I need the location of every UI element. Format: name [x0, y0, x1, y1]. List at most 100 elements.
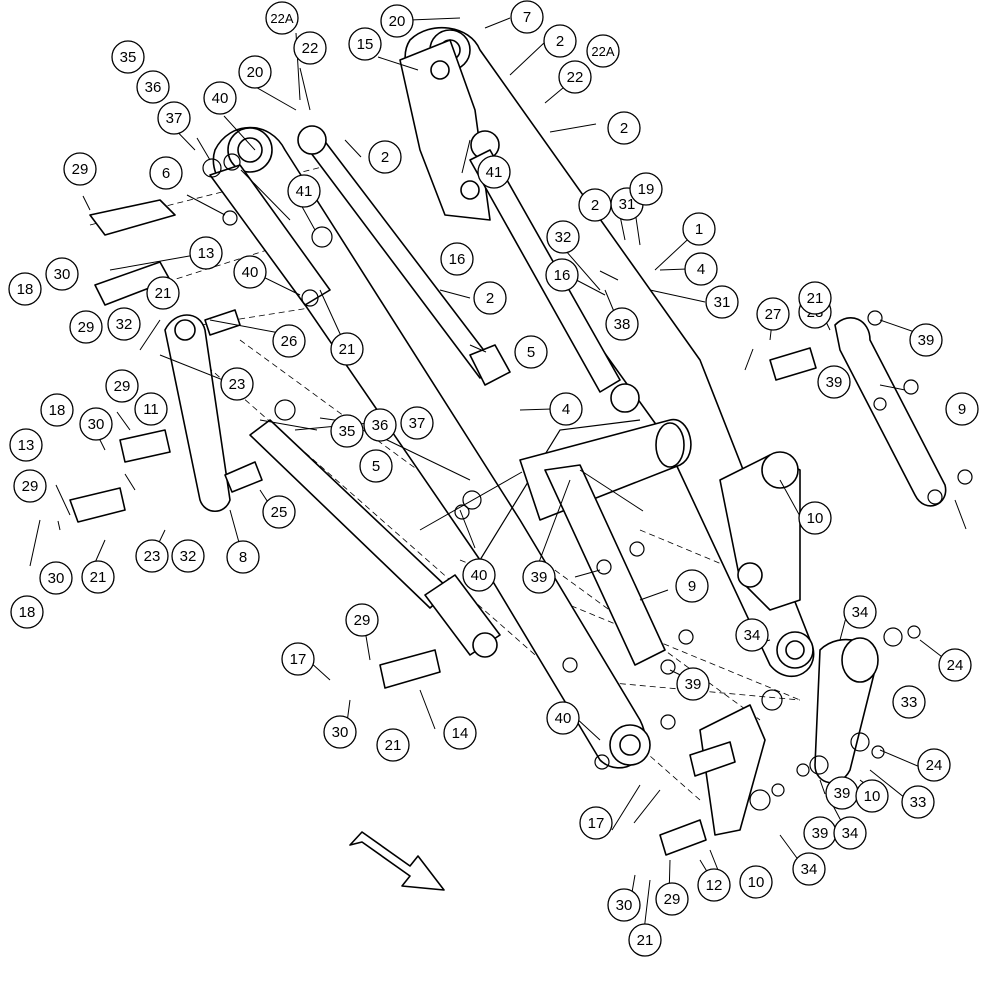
- callout-circle: [833, 816, 867, 850]
- callout-label: 41: [296, 183, 313, 200]
- callout-29: 29: [105, 369, 139, 403]
- callout-7: 7: [510, 0, 544, 34]
- callout-2: 2: [578, 188, 612, 222]
- callout-18: 18: [10, 595, 44, 629]
- callout-circle: [945, 392, 979, 426]
- callout-label: 16: [554, 267, 571, 284]
- callout-circle: [323, 715, 357, 749]
- callout-circle: [546, 220, 580, 254]
- lift-cylinder-upper: [297, 125, 511, 386]
- callout-label: 37: [409, 415, 426, 432]
- callout-circle: [13, 469, 47, 503]
- callout-22: 22: [293, 31, 327, 65]
- lift-cylinder-lower: [249, 419, 501, 658]
- callout-label: 18: [17, 281, 34, 298]
- callout-17: 17: [579, 806, 613, 840]
- callout-circle: [697, 868, 731, 902]
- callout-circle: [607, 111, 641, 145]
- washers: [202, 153, 973, 811]
- callout-circle: [510, 0, 544, 34]
- callout-label: 2: [620, 120, 628, 137]
- callout-37: 37: [157, 101, 191, 135]
- callout-circle: [171, 539, 205, 573]
- callout-circle: [473, 281, 507, 315]
- callout-label: 21: [807, 290, 824, 307]
- callout-circle: [226, 540, 260, 574]
- callout-label: 34: [842, 825, 859, 842]
- callout-9: 9: [945, 392, 979, 426]
- callout-circle: [363, 408, 397, 442]
- callout-circle: [400, 406, 434, 440]
- callout-circle: [149, 156, 183, 190]
- callout-circle: [675, 569, 709, 603]
- callout-circle: [330, 332, 364, 366]
- callout-circle: [134, 392, 168, 426]
- callout-label: 18: [49, 402, 66, 419]
- callout-label: 22A: [591, 44, 614, 59]
- callout-label: 10: [807, 510, 824, 527]
- callout-label: 40: [555, 710, 572, 727]
- callout-circle: [843, 595, 877, 629]
- callout-circle: [443, 716, 477, 750]
- callout-label: 30: [48, 570, 65, 587]
- left-side-link: [164, 164, 331, 513]
- callout-label: 4: [697, 261, 705, 278]
- direction-arrow-icon: [349, 831, 445, 891]
- callout-label: 31: [619, 196, 636, 213]
- callout-label: 21: [339, 341, 356, 358]
- callout-label: 21: [90, 569, 107, 586]
- callout-circle: [63, 152, 97, 186]
- callout-39: 39: [825, 776, 859, 810]
- callout-circle: [901, 785, 935, 819]
- callout-label: 9: [688, 578, 696, 595]
- callout-label: 22: [567, 69, 584, 86]
- callout-4: 4: [549, 392, 583, 426]
- callout-label: 21: [385, 737, 402, 754]
- callout-label: 14: [452, 725, 469, 742]
- callout-label: 27: [765, 306, 782, 323]
- callout-circle: [40, 393, 74, 427]
- callout-35: 35: [111, 40, 145, 74]
- callout-label: 24: [926, 757, 943, 774]
- callout-label: 29: [22, 478, 39, 495]
- callout-23: 23: [220, 367, 254, 401]
- callout-label: 32: [555, 229, 572, 246]
- callout-30: 30: [79, 407, 113, 441]
- callout-10: 10: [798, 501, 832, 535]
- callout-circle: [265, 1, 299, 35]
- callout-label: 18: [19, 604, 36, 621]
- callout-40: 40: [233, 255, 267, 289]
- callout-15: 15: [348, 27, 382, 61]
- callout-circle: [157, 101, 191, 135]
- callout-label: 22: [302, 40, 319, 57]
- callout-label: 5: [372, 458, 380, 475]
- callout-circle: [607, 888, 641, 922]
- callout-25: 25: [262, 495, 296, 529]
- callout-label: 23: [144, 548, 161, 565]
- callout-label: 24: [947, 657, 964, 674]
- callout-29: 29: [13, 469, 47, 503]
- callout-circle: [39, 561, 73, 595]
- callout-24: 24: [917, 748, 951, 782]
- callout-label: 36: [145, 79, 162, 96]
- callout-label: 8: [239, 549, 247, 566]
- callout-label: 15: [357, 36, 374, 53]
- callout-circle: [629, 172, 663, 206]
- callout-label: 26: [281, 333, 298, 350]
- callout-label: 36: [372, 417, 389, 434]
- callout-label: 34: [852, 604, 869, 621]
- callout-circle: [558, 60, 592, 94]
- callout-circle: [69, 310, 103, 344]
- callout-label: 39: [812, 825, 829, 842]
- callout-29: 29: [655, 882, 689, 916]
- callout-39: 39: [803, 816, 837, 850]
- callout-10: 10: [739, 865, 773, 899]
- callout-21: 21: [81, 560, 115, 594]
- callout-circle: [705, 285, 739, 319]
- callout-13: 13: [189, 236, 223, 270]
- callout-33: 33: [901, 785, 935, 819]
- callout-18: 18: [8, 272, 42, 306]
- callout-circle: [330, 414, 364, 448]
- callout-38: 38: [605, 307, 639, 341]
